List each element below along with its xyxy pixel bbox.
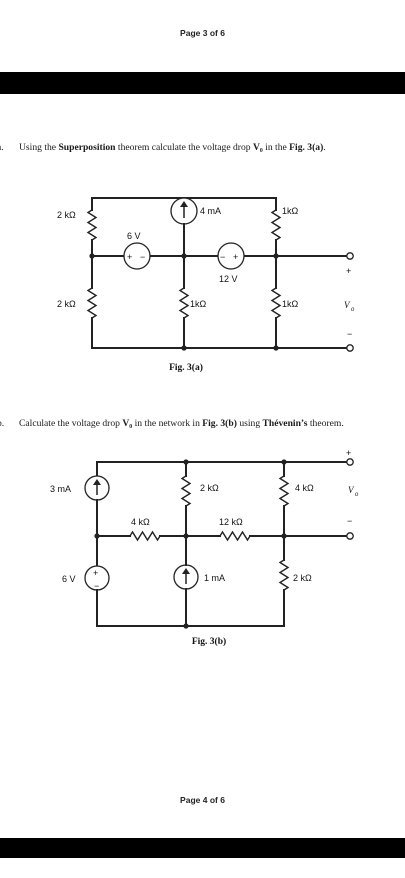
- resistor-4k-right-b: [278, 475, 290, 507]
- voltage-source-12v-a: [217, 242, 245, 270]
- label-4ma-a: 4 mA: [200, 206, 221, 216]
- resistor-1k-bottom-right-a: [270, 287, 282, 319]
- resistor-1k-top-right-a: [270, 209, 282, 241]
- problem-b-marker: b.: [0, 418, 5, 429]
- page-number-bottom: Page 4 of 6: [180, 795, 225, 805]
- resistor-2k-top-b: [180, 475, 192, 507]
- problem-a-text-end: .: [323, 142, 326, 153]
- caption-fig-3a: Fig. 3(a): [169, 362, 203, 373]
- label-1k-mid-a: 1kΩ: [190, 299, 207, 309]
- plus-sign-6v-b: +: [93, 568, 98, 578]
- label-3ma-b: 3 mA: [50, 484, 71, 494]
- plus-sign-12v: +: [233, 252, 238, 262]
- label-minus-a: −: [347, 329, 352, 339]
- label-minus-b: −: [347, 516, 352, 526]
- problem-a-text-bold: Superposition: [58, 142, 116, 153]
- label-4k-right-b: 4 kΩ: [295, 483, 314, 493]
- arrow-up-icon: [93, 479, 101, 485]
- label-vo-b: V: [348, 485, 355, 495]
- minus-sign-6v-b: −: [94, 581, 99, 591]
- wire-top-a: [91, 197, 277, 211]
- problem-b-text-mid: in the network in: [132, 418, 203, 429]
- problem-a-text-fig: Fig. 3(a): [289, 142, 324, 153]
- circuit-fig-3b: + − 3 mA 2 kΩ 4 kΩ 4 kΩ 12 kΩ 6 V 1 mA 2…: [50, 448, 359, 647]
- problem-a-text-post: in the: [262, 142, 290, 153]
- label-vo-a: V: [344, 300, 351, 310]
- page-separator-top: [0, 72, 405, 94]
- resistor-1k-mid-a: [178, 287, 190, 319]
- arrow-up-icon: [180, 201, 188, 207]
- terminal-plus-b: [346, 458, 354, 466]
- label-12k-b: 12 kΩ: [219, 517, 243, 527]
- label-2k-top-a: 2 kΩ: [57, 210, 76, 220]
- minus-sign-12v: −: [220, 252, 225, 262]
- problem-b-text-bold: Thévenin’s: [262, 418, 308, 429]
- terminal-minus-a: [346, 344, 354, 352]
- label-12v-a: 12 V: [219, 274, 238, 284]
- resistor-2k-bottom-a: [86, 287, 98, 319]
- problem-b-text-post: using: [236, 418, 263, 429]
- caption-fig-3b: Fig. 3(b): [192, 636, 226, 647]
- wire-left-a: [91, 255, 277, 349]
- label-1ma-b: 1 mA: [204, 573, 225, 583]
- resistor-12k-b: [219, 530, 251, 542]
- label-6v-b: 6 V: [62, 574, 76, 584]
- problem-b-text-pre: Calculate the voltage drop: [19, 418, 123, 429]
- voltage-source-6v-a: [123, 242, 151, 270]
- label-2k-bottom-a: 2 kΩ: [57, 299, 76, 309]
- problem-a-text-pre: Using the: [19, 142, 59, 153]
- label-6v-a: 6 V: [127, 231, 141, 241]
- label-2k-bottom-b: 2 kΩ: [293, 573, 312, 583]
- page-number-top: Page 3 of 6: [180, 28, 225, 38]
- label-1k-bottom-right-a: 1kΩ: [282, 299, 299, 309]
- page-separator-bottom: [0, 838, 405, 858]
- terminal-plus-a: [346, 252, 354, 260]
- resistor-4k-mid-b: [129, 530, 161, 542]
- wire-top-b: [96, 461, 349, 477]
- label-4k-mid-b: 4 kΩ: [131, 517, 150, 527]
- plus-sign-6v: +: [127, 252, 132, 262]
- resistor-2k-top-a: [86, 209, 98, 241]
- problem-a-text-vo: V₀: [252, 142, 263, 153]
- problem-b-text-end: theorem.: [307, 418, 344, 429]
- problem-a-marker: a.: [0, 142, 4, 153]
- terminal-minus-b: [346, 532, 354, 540]
- arrow-up-icon: [182, 568, 190, 574]
- problem-a-text-mid: theorem calculate the voltage drop: [115, 142, 253, 153]
- label-vo-sub-b: o: [355, 492, 359, 498]
- resistor-2k-bottom-b: [278, 559, 290, 591]
- label-plus-b: +: [346, 448, 351, 458]
- circuit-fig-3a: + − − + 2 kΩ 2 kΩ 4 mA 1kΩ 6 V 12 V 1kΩ …: [57, 197, 355, 373]
- label-vo-sub-a: o: [351, 307, 355, 313]
- label-2k-top-b: 2 kΩ: [200, 483, 219, 493]
- label-plus-a: +: [346, 266, 351, 276]
- label-1k-top-right-a: 1kΩ: [282, 206, 299, 216]
- problem-b-text-fig: Fig. 3(b): [202, 418, 237, 429]
- minus-sign-6v: −: [140, 252, 145, 262]
- problem-b-text-vo: V₀: [122, 418, 133, 429]
